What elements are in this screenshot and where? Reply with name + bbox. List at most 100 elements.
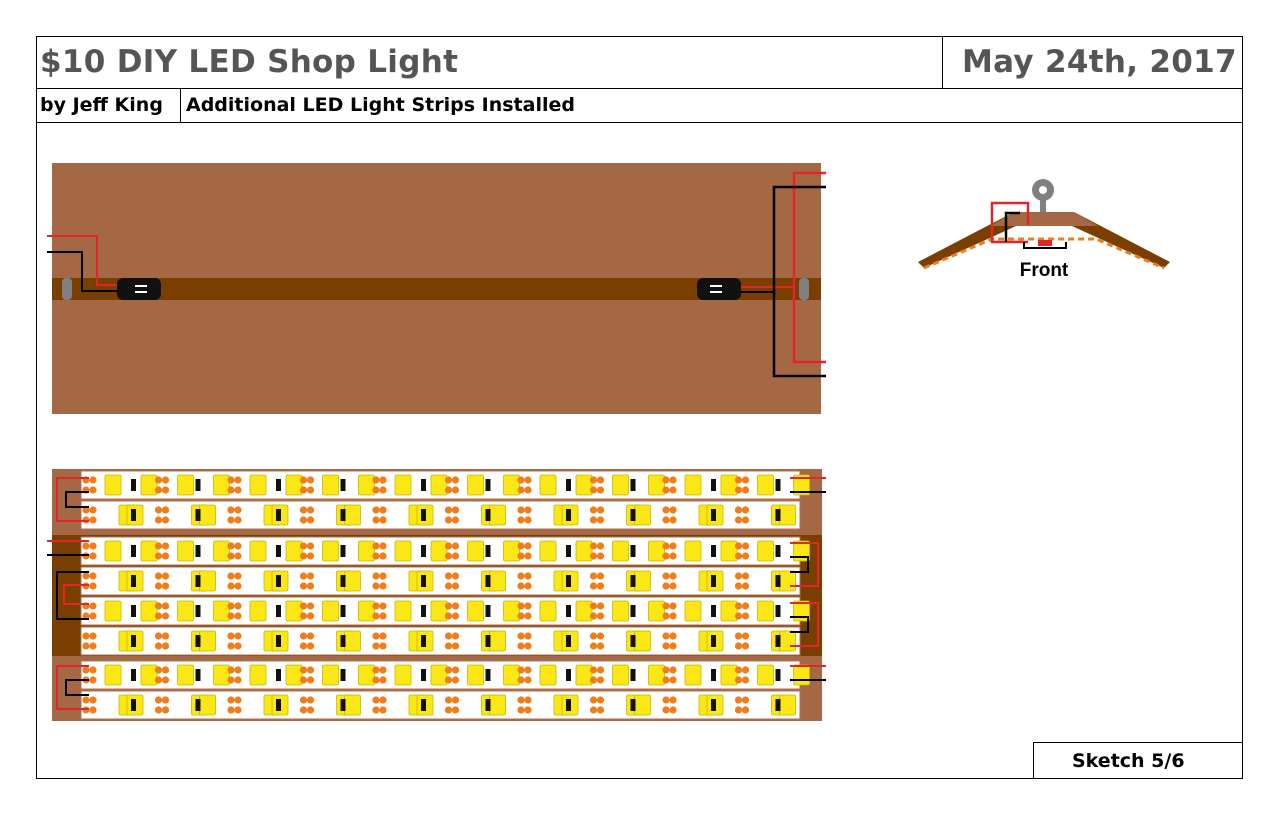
- solder-pad: [669, 476, 677, 484]
- solder-pad: [517, 632, 525, 640]
- led-chip: [720, 540, 738, 562]
- resistor: [421, 669, 426, 681]
- solder-pad: [234, 676, 242, 684]
- solder-pad: [669, 666, 677, 674]
- resistor: [485, 699, 491, 711]
- led-chip: [358, 664, 375, 686]
- solder-pad: [234, 572, 242, 580]
- author-label: by Jeff King: [40, 94, 163, 116]
- led-chip: [634, 694, 651, 716]
- resistor: [775, 545, 781, 557]
- solder-pad: [306, 542, 315, 550]
- led-strips: [80, 470, 810, 720]
- solder-pad: [379, 632, 387, 640]
- solder-pad: [379, 572, 387, 580]
- solder-pad: [161, 572, 170, 580]
- solder-pad: [299, 476, 308, 484]
- solder-pad: [227, 542, 235, 550]
- led-chip: [430, 540, 448, 562]
- solder-pad: [734, 486, 743, 494]
- led-chip: [213, 540, 230, 562]
- solder-pad: [89, 506, 97, 514]
- resistor: [775, 669, 781, 681]
- solder-pad: [741, 706, 750, 714]
- resistor: [195, 699, 201, 711]
- solder-pad: [734, 572, 743, 580]
- solder-pad: [89, 696, 97, 704]
- solder-pad: [741, 612, 750, 620]
- resistor: [276, 699, 281, 711]
- led-chip: [757, 600, 774, 622]
- solder-pad: [234, 706, 242, 714]
- resistor: [340, 669, 346, 681]
- solder-pad: [379, 486, 387, 494]
- resistor: [775, 699, 781, 711]
- resistor: [340, 699, 346, 711]
- resistor: [485, 669, 491, 681]
- led-chip: [249, 540, 267, 562]
- led-chip: [213, 664, 230, 686]
- led-chip: [249, 600, 267, 622]
- led-chip: [612, 540, 629, 562]
- solder-pad: [451, 542, 460, 550]
- led-chip: [344, 570, 361, 592]
- solder-pad: [517, 542, 525, 550]
- right-negative-wire: [772, 185, 826, 378]
- solder-pad: [734, 706, 743, 714]
- solder-pad: [662, 552, 670, 560]
- solder-pad: [379, 476, 387, 484]
- solder-pad: [306, 612, 315, 620]
- led-chip: [394, 474, 412, 496]
- solder-pad: [379, 676, 387, 684]
- resistor: [195, 545, 201, 557]
- side-view: Front: [918, 179, 1170, 281]
- solder-pad: [662, 582, 670, 590]
- solder-pad: [662, 572, 670, 580]
- solder-pad: [596, 666, 605, 674]
- solder-pad: [154, 572, 163, 580]
- solder-pad: [741, 632, 750, 640]
- resistor: [566, 509, 571, 521]
- led-chip: [430, 664, 448, 686]
- solder-pad: [372, 552, 380, 560]
- solder-pad: [154, 612, 163, 620]
- led-chip: [199, 570, 216, 592]
- led-chip: [503, 540, 520, 562]
- solder-pad: [451, 572, 460, 580]
- resistor: [775, 635, 781, 647]
- solder-pad: [589, 666, 598, 674]
- solder-pad: [379, 542, 387, 550]
- led-chip: [648, 540, 665, 562]
- led-chip: [489, 694, 506, 716]
- solder-pad: [299, 696, 308, 704]
- solder-pad: [451, 516, 460, 524]
- led-chip: [430, 600, 448, 622]
- resistor: [485, 605, 491, 617]
- resistor: [485, 479, 491, 491]
- solder-pad: [306, 632, 315, 640]
- solder-pad: [524, 476, 532, 484]
- resistor: [131, 605, 136, 617]
- solder-pad: [524, 572, 532, 580]
- solder-pad: [734, 632, 743, 640]
- solder-pad: [596, 552, 605, 560]
- solder-pad: [734, 552, 743, 560]
- solder-pad: [662, 516, 670, 524]
- solder-pad: [741, 486, 750, 494]
- solder-pad: [227, 506, 235, 514]
- page-title: $10 DIY LED Shop Light: [40, 44, 459, 80]
- solder-pad: [306, 676, 315, 684]
- solder-pad: [524, 552, 532, 560]
- solder-pad: [669, 572, 677, 580]
- solder-pad: [589, 632, 598, 640]
- solder-pad: [669, 516, 677, 524]
- solder-pad: [734, 506, 743, 514]
- solder-pad: [161, 506, 170, 514]
- solder-pad: [444, 516, 453, 524]
- solder-pad: [451, 612, 460, 620]
- solder-pad: [161, 542, 170, 550]
- solder-pad: [379, 552, 387, 560]
- led-chip: [720, 664, 738, 686]
- solder-pad: [596, 572, 605, 580]
- led-strip: [80, 566, 801, 596]
